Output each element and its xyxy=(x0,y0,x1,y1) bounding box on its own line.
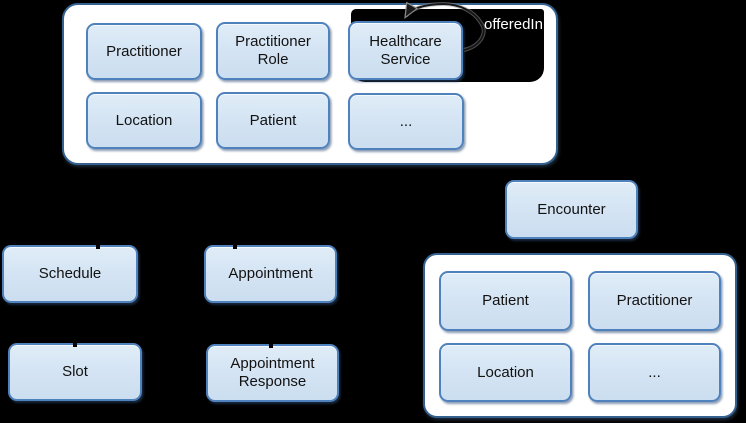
node-patient: Patient xyxy=(216,92,330,149)
node-encounter-ellipsis: ... xyxy=(588,343,721,402)
node-slot: Slot xyxy=(8,343,142,401)
node-label: ... xyxy=(648,363,661,381)
connector-artifact xyxy=(96,242,100,249)
node-location: Location xyxy=(86,92,202,149)
node-label: Slot xyxy=(62,363,88,381)
node-label: Practitioner Role xyxy=(235,33,311,68)
node-label: Appointment xyxy=(228,265,313,283)
node-label: Location xyxy=(115,111,173,129)
node-schedule: Schedule xyxy=(2,245,138,303)
offeredin-label: offeredIn xyxy=(484,16,543,33)
node-practitioner: Practitioner xyxy=(86,23,202,80)
node-label: ... xyxy=(399,112,413,130)
node-encounter-practitioner: Practitioner xyxy=(588,271,721,331)
node-ellipsis: ... xyxy=(348,93,464,150)
node-label: Patient xyxy=(482,292,529,310)
node-encounter-location: Location xyxy=(439,343,572,402)
node-encounter: Encounter xyxy=(505,180,638,239)
node-appointment: Appointment xyxy=(204,245,337,303)
node-label: Practitioner xyxy=(616,292,693,310)
node-label: Practitioner xyxy=(106,42,182,60)
node-label: Healthcare Service xyxy=(369,32,442,68)
node-practitioner-role: Practitioner Role xyxy=(216,22,330,80)
node-label: Patient xyxy=(249,111,297,129)
node-appointment-response: Appointment Response xyxy=(206,344,339,402)
node-healthcare-service: Healthcare Service xyxy=(348,21,463,80)
connector-artifact xyxy=(73,340,77,347)
connector-artifact xyxy=(233,242,237,249)
node-label: Appointment Response xyxy=(230,355,315,390)
node-label: Schedule xyxy=(38,265,102,283)
node-encounter-patient: Patient xyxy=(439,271,572,331)
connector-artifact xyxy=(269,341,273,348)
node-label: Location xyxy=(477,363,534,381)
node-label: Encounter xyxy=(537,200,606,218)
